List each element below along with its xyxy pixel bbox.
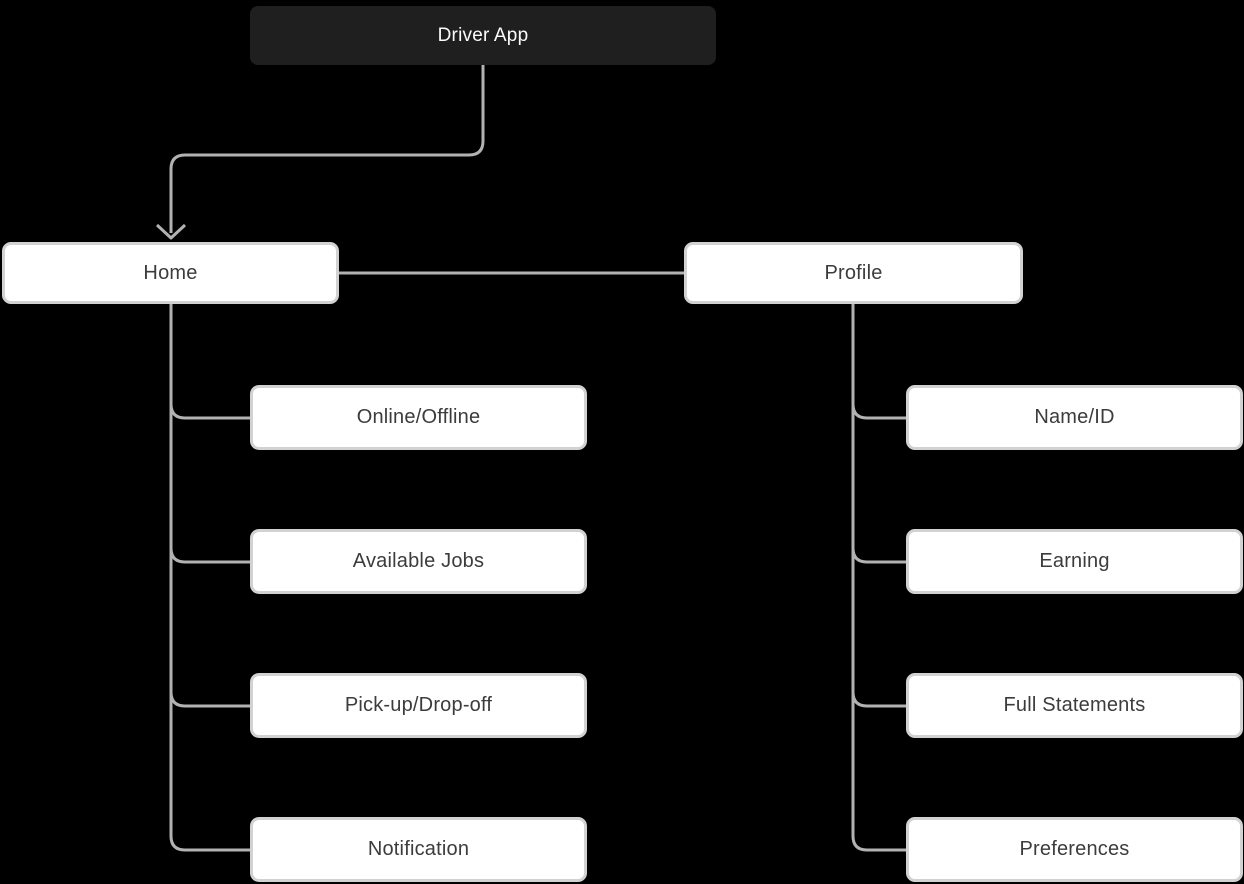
node-online-offline-label: Online/Offline bbox=[356, 406, 481, 428]
arrowhead-down-icon bbox=[155, 223, 187, 240]
node-notification: Notification bbox=[250, 817, 587, 882]
node-full-statements-label: Full Statements bbox=[1003, 694, 1146, 716]
node-name-id: Name/ID bbox=[906, 385, 1243, 450]
connector-profile-child-2 bbox=[851, 547, 906, 564]
connector-root-to-home bbox=[169, 65, 485, 233]
node-available-jobs: Available Jobs bbox=[250, 529, 587, 594]
node-driver-app: Driver App bbox=[250, 6, 716, 65]
node-preferences-label: Preferences bbox=[1019, 838, 1130, 860]
node-earning-label: Earning bbox=[1039, 550, 1110, 572]
node-pickup-dropoff-label: Pick-up/Drop-off bbox=[344, 694, 493, 716]
node-profile-label: Profile bbox=[824, 261, 883, 284]
node-home-label: Home bbox=[143, 261, 198, 284]
node-driver-app-label: Driver App bbox=[437, 24, 529, 46]
node-home: Home bbox=[2, 242, 339, 304]
node-profile: Profile bbox=[684, 242, 1023, 304]
node-name-id-label: Name/ID bbox=[1034, 406, 1115, 428]
node-earning: Earning bbox=[906, 529, 1243, 594]
connector-home-child-3 bbox=[169, 691, 250, 708]
connector-profile-child-1 bbox=[851, 403, 906, 420]
connector-home-child-2 bbox=[169, 547, 250, 564]
node-available-jobs-label: Available Jobs bbox=[352, 550, 485, 572]
node-full-statements: Full Statements bbox=[906, 673, 1243, 738]
node-pickup-dropoff: Pick-up/Drop-off bbox=[250, 673, 587, 738]
connector-home-child-1 bbox=[169, 403, 250, 420]
connector-home-trunk bbox=[169, 304, 250, 852]
connector-profile-trunk bbox=[851, 304, 906, 852]
connector-profile-child-3 bbox=[851, 691, 906, 708]
node-preferences: Preferences bbox=[906, 817, 1243, 882]
node-online-offline: Online/Offline bbox=[250, 385, 587, 450]
node-notification-label: Notification bbox=[367, 838, 470, 860]
